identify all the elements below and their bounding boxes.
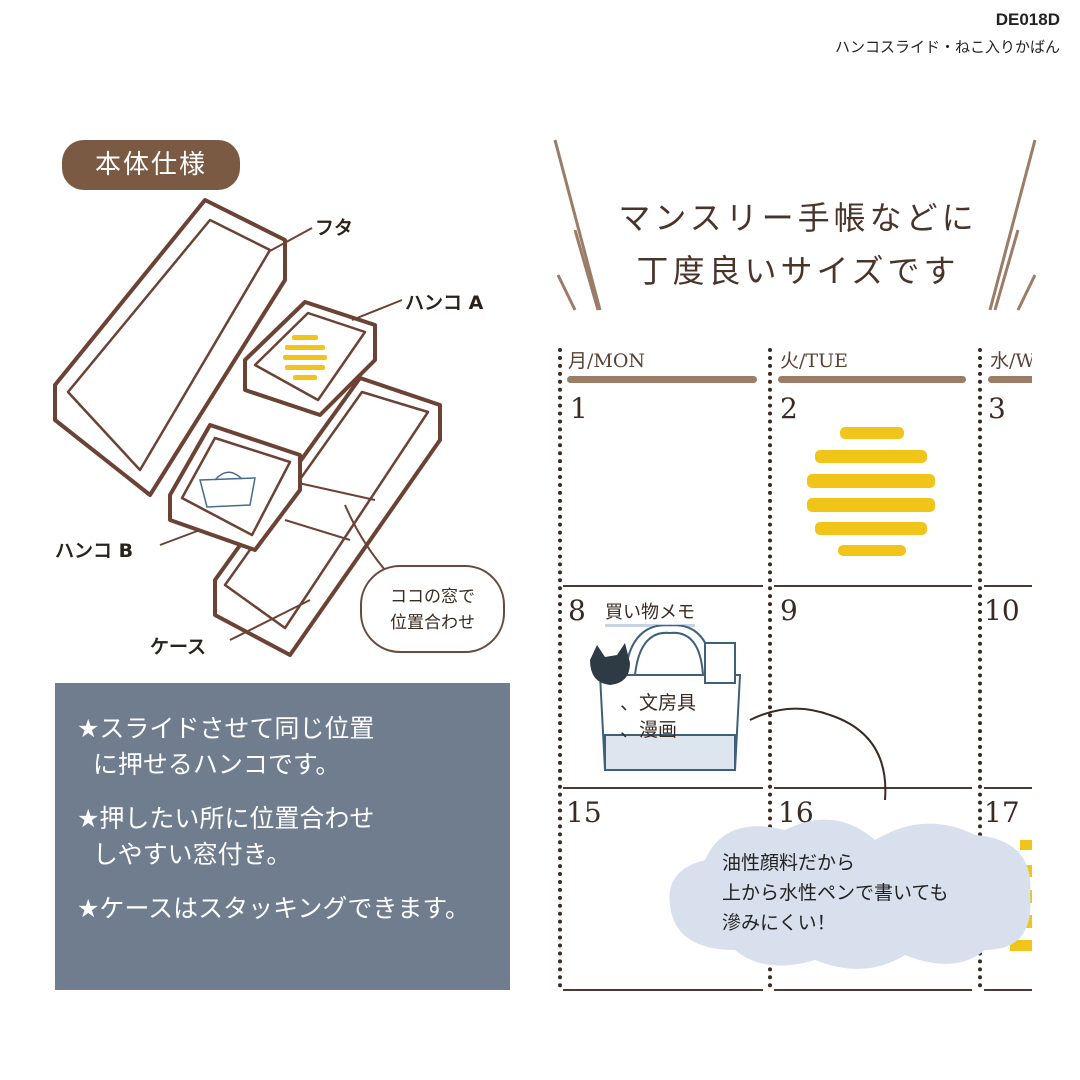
row-line <box>984 989 1032 991</box>
bubble-line: 位置合わせ <box>390 613 475 633</box>
cloud-text: 油性顔料だから 上から水性ペンで書いても 滲みにくい！ <box>722 848 948 938</box>
date-15: 15 <box>566 796 602 829</box>
column-divider <box>978 348 982 988</box>
feature-item: ★ケースはスタッキングできます。 <box>77 894 470 923</box>
memo-list: 、文房具 、漫画 <box>620 690 696 744</box>
product-name: ハンコスライド・ねこ入りかばん <box>834 38 1060 56</box>
headline-line-1: マンスリー手帳などに <box>618 199 978 237</box>
memo-item: 、文房具 <box>620 692 697 714</box>
day-header-wed: 水/W <box>990 350 1032 372</box>
label-stamp-a: ハンコ A <box>405 292 484 314</box>
feature-item: ★スライドさせて同じ位置 に押せるハンコです。 <box>77 714 375 779</box>
spec-badge: 本体仕様 <box>62 140 240 190</box>
stripe-circle-icon <box>283 335 327 380</box>
memo-item: 、漫画 <box>620 719 678 741</box>
day-header-mon: 月/MON <box>568 350 646 372</box>
feature-box: ★スライドさせて同じ位置 に押せるハンコです。 ★押したい所に位置合わせ しやす… <box>55 683 510 990</box>
product-diagram <box>53 198 442 657</box>
date-10: 10 <box>984 594 1020 627</box>
accent-lines <box>553 139 1037 311</box>
row-line <box>984 787 1032 789</box>
case-shape <box>213 376 442 657</box>
label-lid: フタ <box>315 217 354 239</box>
row-line <box>563 585 763 587</box>
date-3: 3 <box>988 392 1006 425</box>
row-line <box>563 787 763 789</box>
column-divider <box>558 348 562 988</box>
cloud-line: 滲みにくい！ <box>722 912 836 934</box>
headline-line-2: 丁度良いサイズです <box>636 252 960 290</box>
bubble-line: ココの窓で <box>390 587 475 607</box>
memo-title: 買い物メモ <box>605 598 695 627</box>
date-9: 9 <box>780 594 798 627</box>
window-speech-bubble: ココの窓で 位置合わせ <box>360 565 505 653</box>
row-line <box>774 787 972 789</box>
row-line <box>774 585 972 587</box>
cloud-shape <box>669 819 1031 969</box>
product-code: DE018D <box>995 10 1060 29</box>
cloud-line: 上から水性ペンで書いても <box>722 882 949 904</box>
day-header-tue: 火/TUE <box>780 350 848 372</box>
date-17: 17 <box>984 796 1020 829</box>
label-stamp-b: ハンコ B <box>55 540 134 562</box>
cat-bag-stamp <box>590 625 742 771</box>
connector-curve <box>749 707 887 801</box>
date-8: 8 <box>568 594 586 627</box>
feature-item: ★押したい所に位置合わせ しやすい窓付き。 <box>77 804 375 869</box>
header-bar <box>988 376 1032 383</box>
column-divider <box>768 348 772 988</box>
header-bar <box>567 376 757 383</box>
header-bar <box>778 376 966 383</box>
bag-icon <box>199 471 256 508</box>
row-line <box>563 989 763 991</box>
cloud-line: 油性顔料だから <box>722 852 856 874</box>
stripe-circle-stamp <box>807 427 935 556</box>
label-case: ケース <box>150 636 207 658</box>
date-1: 1 <box>570 392 588 425</box>
date-2: 2 <box>780 392 798 425</box>
row-line <box>774 989 972 991</box>
stamp-b-shape <box>168 423 302 552</box>
row-line <box>984 585 1032 587</box>
